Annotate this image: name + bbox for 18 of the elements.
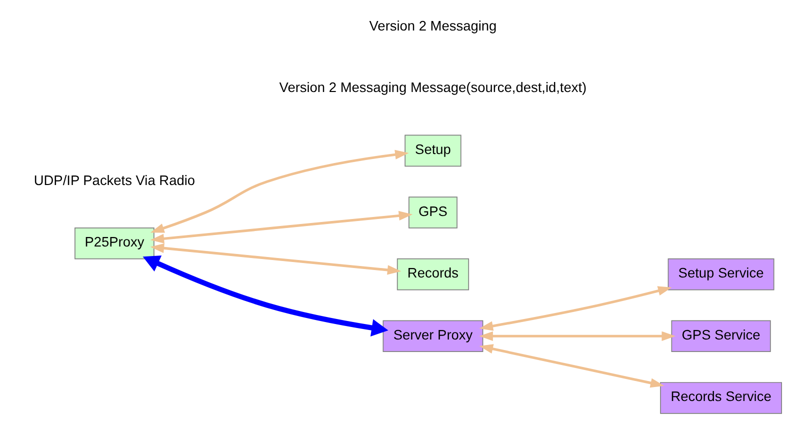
node-box: Server Proxy bbox=[382, 320, 483, 352]
label: Version 2 Messaging bbox=[368, 18, 496, 34]
node-box: Records bbox=[396, 258, 469, 290]
arrow bbox=[150, 150, 408, 233]
arrow bbox=[478, 331, 675, 341]
label: Version 2 Messaging Message(source,dest,id,text) bbox=[278, 80, 586, 96]
node-box: Setup bbox=[404, 134, 461, 167]
node-box: Setup Service bbox=[667, 258, 774, 290]
arrow bbox=[150, 243, 401, 275]
arrow bbox=[478, 286, 672, 331]
arrow bbox=[150, 210, 412, 244]
node-box: GPS bbox=[408, 196, 457, 228]
label: UDP/IP Packets Via Radio bbox=[33, 172, 195, 188]
node-box: Records Service bbox=[660, 382, 782, 414]
node-box: GPS Service bbox=[670, 320, 770, 352]
node-box: P25Proxy bbox=[74, 228, 154, 260]
arrow bbox=[142, 256, 388, 336]
arrow bbox=[478, 344, 664, 388]
